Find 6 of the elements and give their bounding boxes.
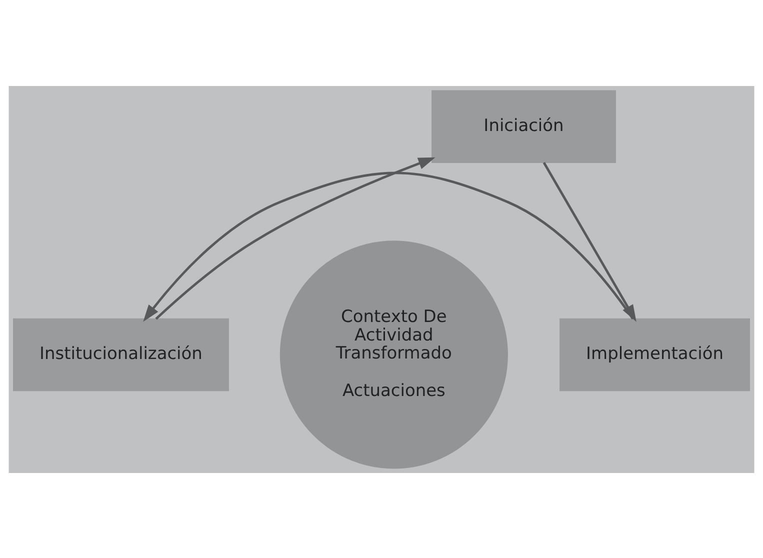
node-box: Iniciación (432, 90, 616, 163)
node-box: Institucionalización (13, 318, 229, 391)
arrow (155, 156, 436, 320)
node-box: Implementación (560, 318, 750, 391)
arrow (143, 171, 634, 322)
node-circle: Contexto De Actividad Transformado Actuaciones (280, 240, 508, 468)
